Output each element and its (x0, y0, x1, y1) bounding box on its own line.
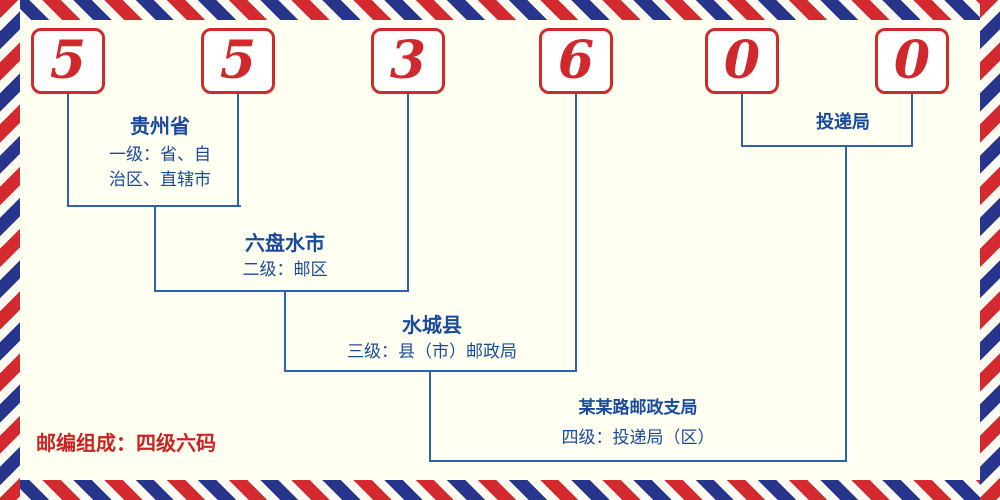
connector-line (67, 94, 69, 207)
connector-line (407, 94, 409, 292)
border-stripe-left (0, 0, 20, 500)
border-stripe-right (980, 0, 1000, 500)
postal-digit-4: 6 (557, 30, 595, 91)
connector-line (237, 94, 239, 207)
connector-line (575, 94, 577, 372)
connector-line (154, 290, 409, 292)
level1-description: 一级：省、自 治区、直辖市 (109, 145, 211, 190)
postal-digit-5: 0 (723, 30, 761, 91)
connector-line (845, 146, 847, 462)
connector-line (741, 94, 743, 147)
level2-title: 六盘水市 (245, 231, 325, 255)
connector-line (429, 371, 431, 462)
level4-description: 四级：投递局（区） (561, 428, 715, 448)
digit-box-6: 0 (875, 28, 949, 94)
connector-line (911, 94, 913, 147)
postal-digit-6: 0 (893, 30, 931, 91)
connector-line (741, 145, 913, 147)
digit-box-3: 3 (371, 28, 445, 94)
level1-title: 贵州省 (130, 114, 190, 138)
digit-box-2: 5 (201, 28, 275, 94)
level2-description: 二级：邮区 (242, 260, 328, 280)
digit-box-5: 0 (705, 28, 779, 94)
postal-code-composition-note: 邮编组成：四级六码 (36, 431, 216, 455)
delivery-office-label: 投递局 (816, 112, 870, 133)
level4-title: 某某路邮政支局 (578, 398, 698, 418)
connector-line (429, 460, 847, 462)
border-stripe-bottom (0, 480, 1000, 500)
postal-digit-3: 3 (389, 30, 427, 91)
connector-line (154, 206, 156, 292)
level3-description: 三级：县（市）邮政局 (347, 342, 517, 362)
postal-digit-1: 5 (49, 30, 87, 91)
border-stripe-top (0, 0, 1000, 20)
postal-digit-2: 5 (219, 30, 257, 91)
level3-title: 水城县 (402, 313, 462, 337)
digit-box-4: 6 (539, 28, 613, 94)
connector-line (284, 291, 286, 372)
digit-box-1: 5 (31, 28, 105, 94)
